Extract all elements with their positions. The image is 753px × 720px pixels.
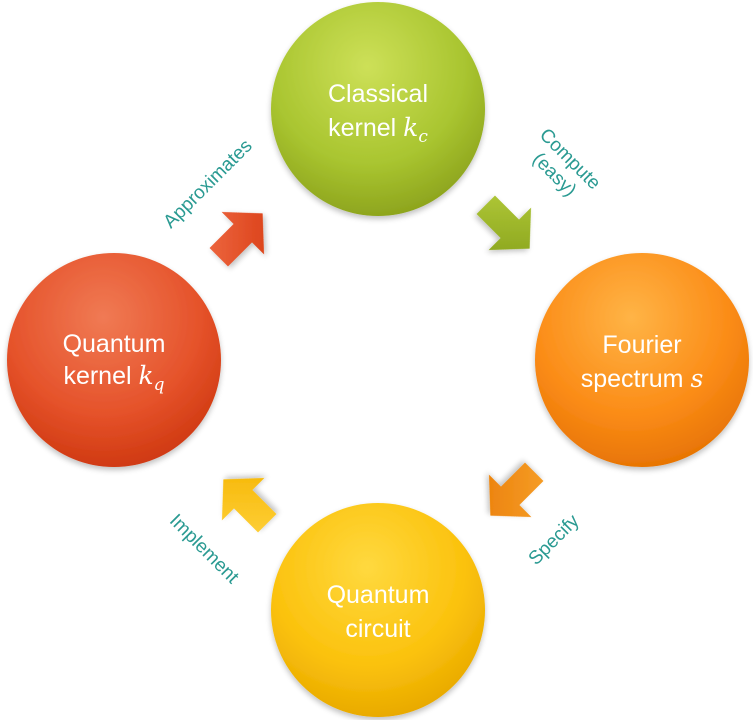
node-quantum-line2-text: kernel xyxy=(63,362,138,390)
node-classical-line2: kernel kc xyxy=(328,113,428,147)
node-circuit-line2: circuit xyxy=(345,615,410,643)
arrow-specify xyxy=(488,462,544,518)
node-fourier-circle xyxy=(535,253,749,467)
node-classical-subscript: c xyxy=(418,127,428,147)
node-quantum-subscript: q xyxy=(154,375,165,395)
edge-label-implement: Implement xyxy=(165,510,243,588)
edge-label-specify: Specify xyxy=(525,510,584,569)
node-quantum-circle xyxy=(7,253,221,467)
node-circuit-line1: Quantum xyxy=(327,581,430,609)
node-classical-kernel: Classical kernel kc xyxy=(271,2,485,216)
node-classical-line1: Classical xyxy=(328,80,428,108)
node-fourier-symbol: s xyxy=(690,364,703,393)
node-fourier-line1: Fourier xyxy=(602,331,681,359)
node-classical-line2-text: kernel xyxy=(328,114,403,142)
edge-label-compute: Compute (easy) xyxy=(528,125,604,201)
node-fourier-line2: spectrum s xyxy=(581,364,704,393)
node-quantum-symbol: k xyxy=(139,361,154,390)
node-fourier-spectrum: Fourier spectrum s xyxy=(535,253,749,467)
arrow-implement xyxy=(221,477,277,533)
node-quantum-kernel: Quantum kernel kq xyxy=(7,253,221,467)
node-quantum-line2: kernel kq xyxy=(63,361,164,395)
node-classical-circle xyxy=(271,2,485,216)
node-quantum-circuit: Quantum circuit xyxy=(271,503,485,717)
node-classical-symbol: k xyxy=(403,113,418,142)
arrow-approximates xyxy=(209,211,265,267)
node-fourier-line2-text: spectrum xyxy=(581,365,691,393)
node-circuit-circle xyxy=(271,503,485,717)
arrow-compute xyxy=(476,195,532,251)
node-quantum-line1: Quantum xyxy=(63,330,166,358)
